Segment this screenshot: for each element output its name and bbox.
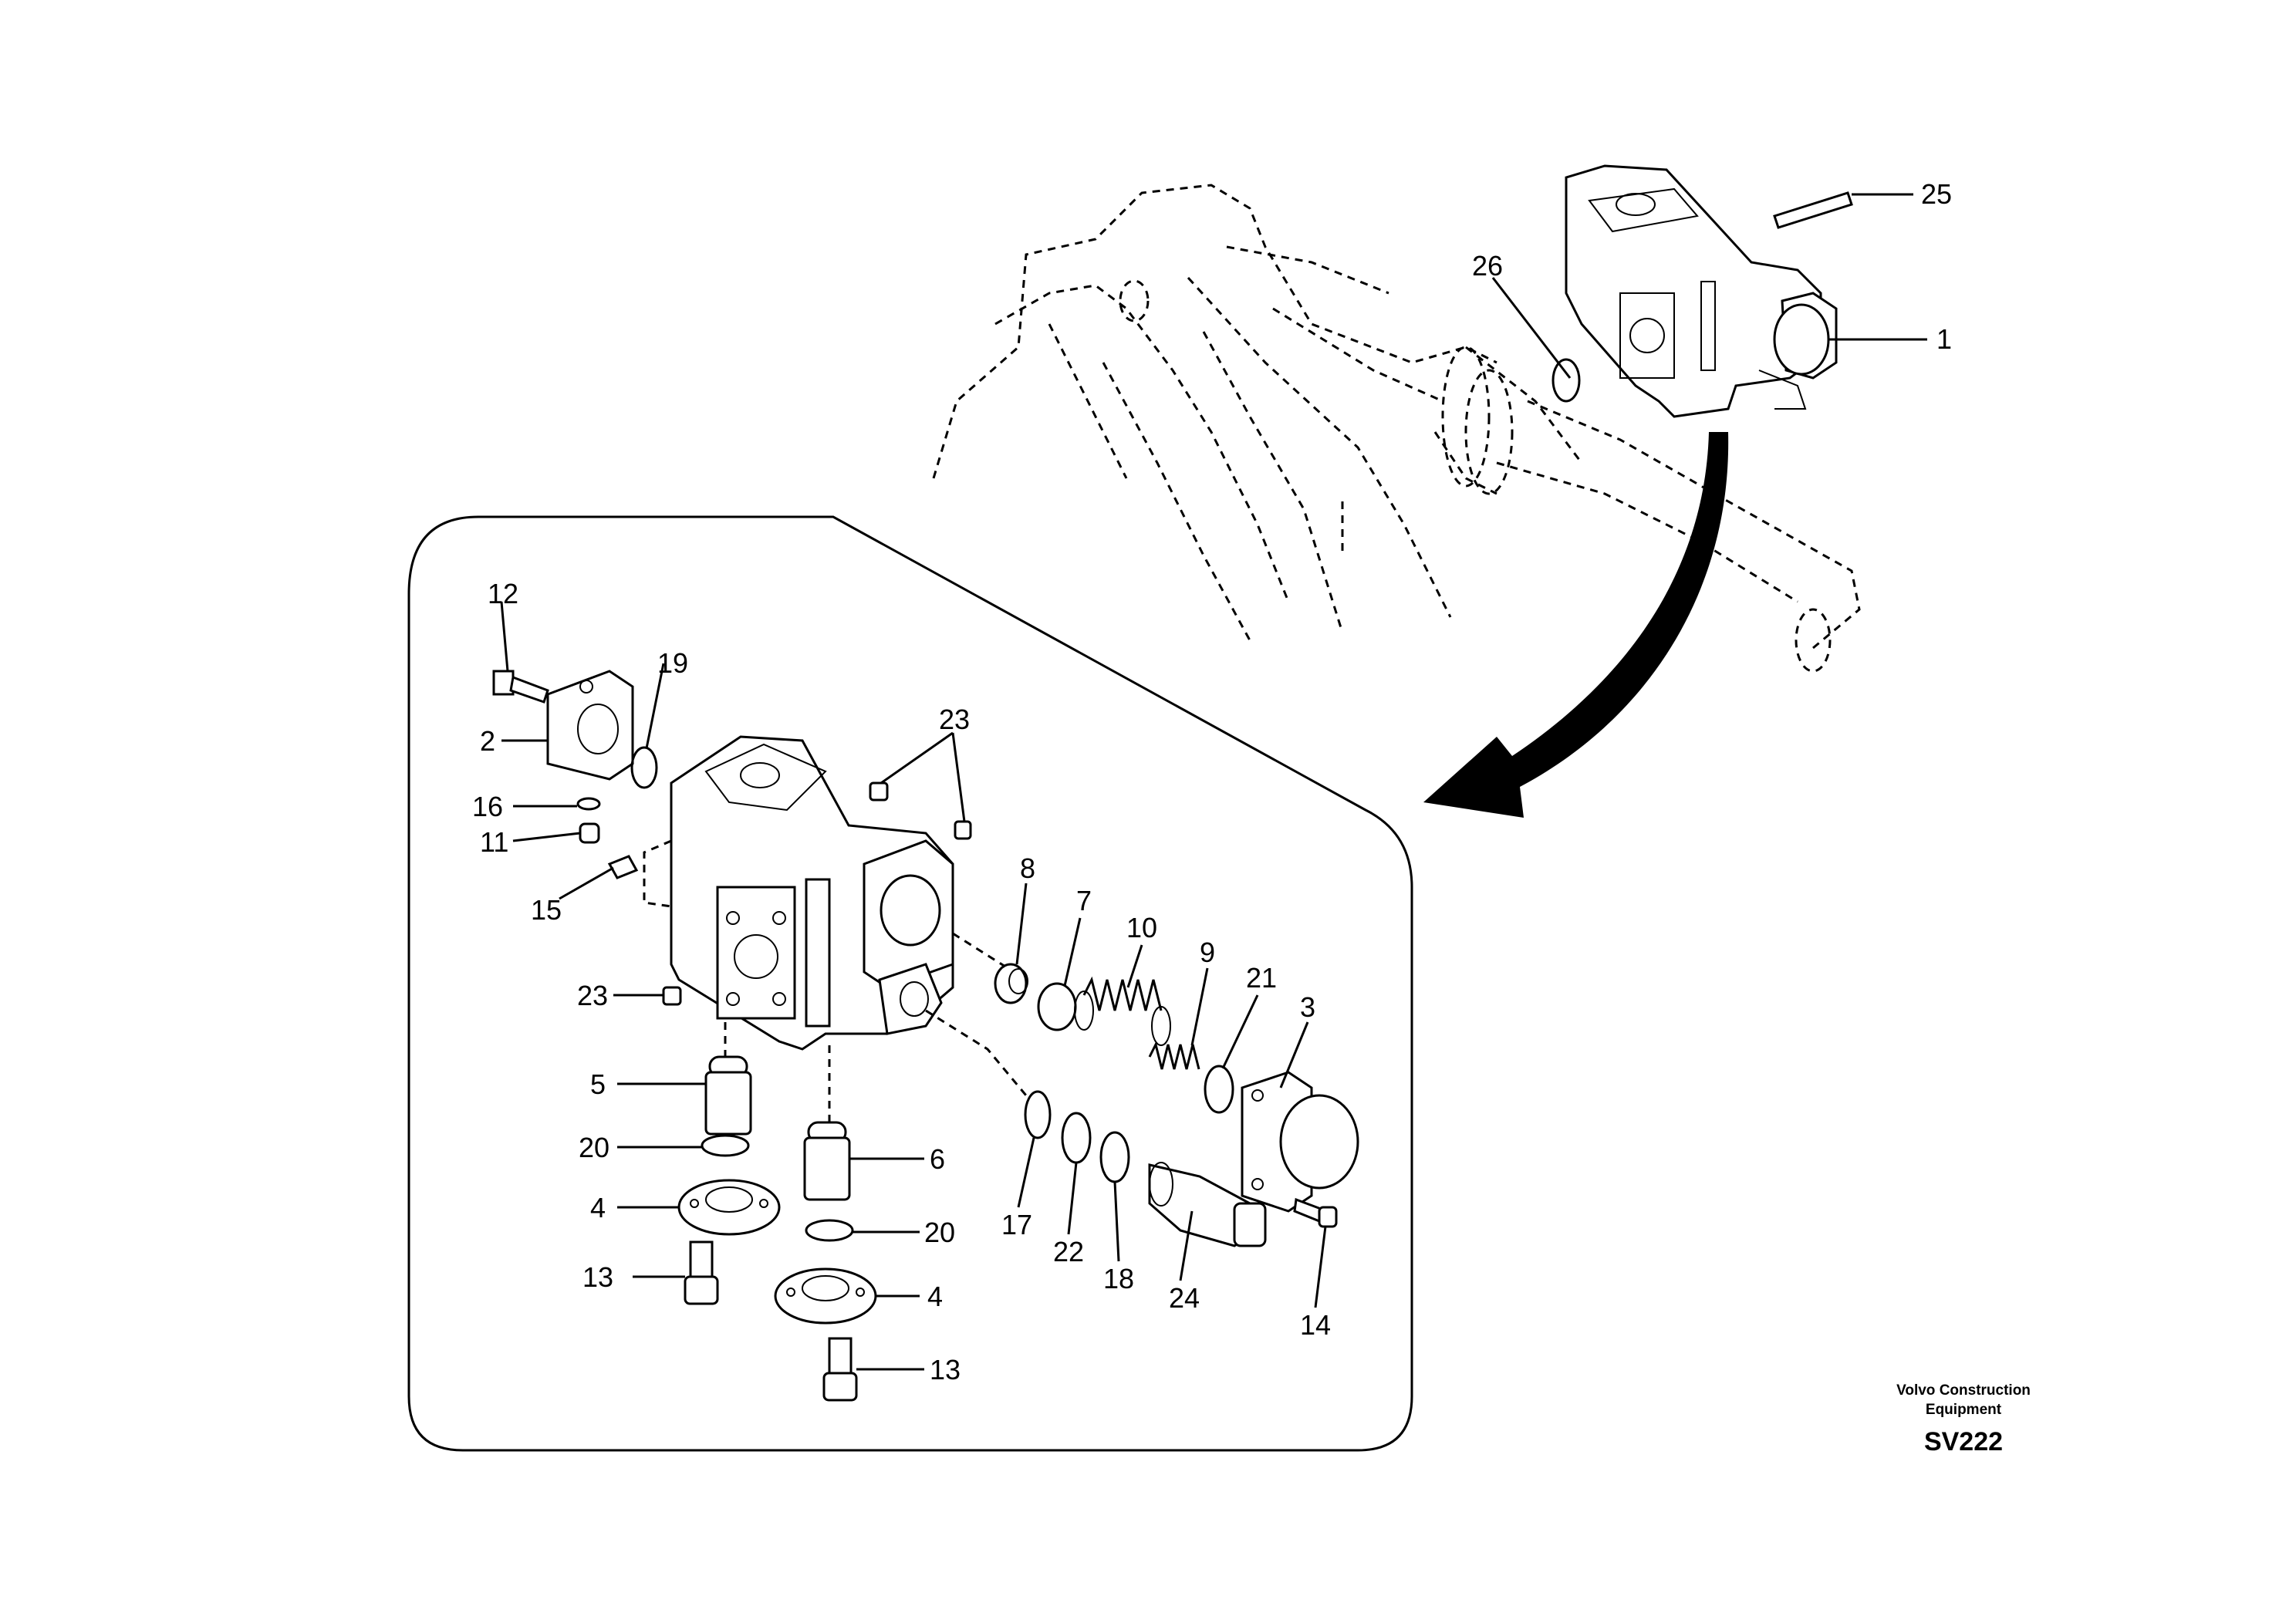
callout-18: 18 [1103,1263,1134,1294]
footer: Volvo Construction Equipment SV222 [1896,1382,2031,1456]
part-9-spring [1148,1041,1200,1070]
callout-1: 1 [1936,323,1952,355]
drawing-code: SV222 [1924,1427,2003,1456]
leader-lines [500,191,1927,1371]
part-3-cover [1241,1071,1359,1213]
part-7-washer [1037,982,1077,1031]
callout-14: 14 [1300,1309,1331,1341]
callout-20-upper: 20 [579,1132,609,1163]
part-24-relief-valve [1148,1162,1267,1247]
callout-22: 22 [1053,1236,1084,1267]
callout-8: 8 [1020,852,1035,884]
detail-frame [407,515,1413,1452]
callout-25: 25 [1921,178,1952,210]
callout-12: 12 [488,578,518,609]
detail-arrow [1423,432,1729,818]
brand-line-2: Equipment [1926,1402,2002,1418]
part-17-o-ring [1024,1090,1052,1139]
part-23-grub-screw-lower [662,986,682,1006]
callout-21: 21 [1246,962,1277,994]
callout-4-upper: 4 [590,1192,606,1223]
part-16-ring [576,797,601,811]
callout-3: 3 [1300,991,1315,1023]
part-12-bolt [492,670,549,704]
callout-9: 9 [1200,937,1215,968]
part-21-o-ring [1204,1065,1234,1114]
callout-4-lower: 4 [927,1281,943,1312]
callout-15: 15 [531,894,562,926]
callout-16: 16 [472,791,503,822]
part-13-bolt-upper [684,1240,719,1305]
part-23-grub-screw-upper [869,781,972,840]
callout-labels: 1 25 26 12 19 2 16 11 15 23 23 8 7 10 9 … [472,178,1952,1385]
part-10-spring [1074,976,1171,1046]
part-14-screw [1293,1197,1338,1228]
part-8-seat [994,963,1028,1004]
part-13-bolt-lower [822,1337,858,1402]
machine-boom-outline [932,184,1861,673]
part-15-screw [607,855,639,879]
callout-5: 5 [590,1068,606,1100]
valve-assembly-overview [1565,164,1838,418]
callout-7: 7 [1076,885,1092,916]
part-19-o-ring [630,746,658,789]
part-20-o-ring-lower [805,1219,854,1242]
callout-23-upper: 23 [939,704,970,735]
callout-19: 19 [657,647,688,679]
part-5-spool [704,1055,752,1136]
valve-body [643,735,1028,1126]
callout-11: 11 [480,826,508,858]
brand-line-1: Volvo Construction [1896,1382,2031,1399]
callout-13-upper: 13 [582,1261,613,1293]
callout-2: 2 [480,725,495,757]
callout-10: 10 [1126,912,1157,943]
part-11-plug [579,822,600,844]
exploded-parts [492,670,1359,1402]
part-2-block [546,670,634,781]
part-4-flange-lower [774,1267,877,1325]
callout-24: 24 [1169,1282,1200,1314]
callout-23-lower: 23 [577,980,608,1011]
part-22-washer [1061,1112,1092,1164]
part-20-o-ring-upper [701,1134,750,1157]
part-18-o-ring [1099,1131,1130,1183]
callout-13-lower: 13 [930,1354,961,1385]
callout-6: 6 [930,1143,945,1175]
callout-26: 26 [1472,250,1503,282]
callout-17: 17 [1001,1209,1032,1240]
part-4-flange-upper [677,1179,781,1236]
callout-20-lower: 20 [924,1217,955,1248]
part-6-spool [803,1121,851,1201]
